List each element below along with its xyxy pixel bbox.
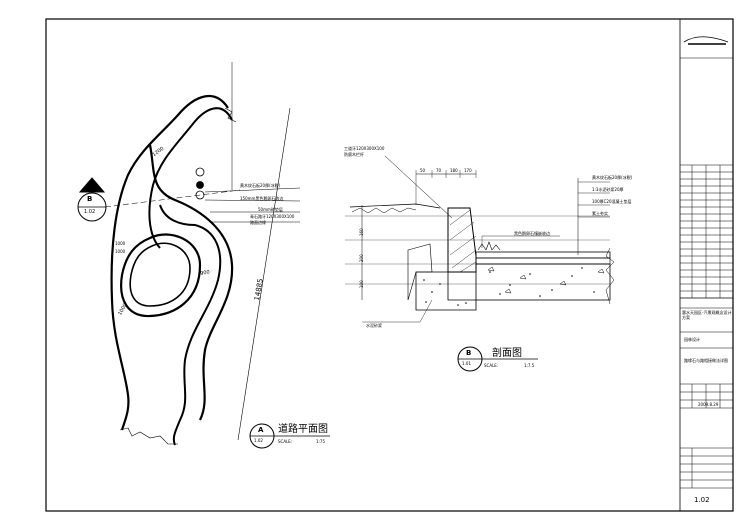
tb-project-name: 惠水天园区-汽景观概念设计方案 (682, 310, 732, 320)
section-left-dim-2: 200 (359, 254, 364, 262)
plan-marker-letter: A (258, 426, 264, 434)
marker-circle-2 (196, 181, 204, 189)
section-marker-sheet: 1.01 (462, 361, 471, 366)
section-callout-right-4: 素土夯实 (592, 211, 608, 216)
section-callout-pebble: 黑色鹅卵石镶嵌收边 (514, 231, 550, 236)
path-edge-outer-left (110, 95, 229, 431)
plan-callout-5: 路面边缘 (250, 220, 266, 225)
aggregate-stones (487, 266, 605, 294)
section-scale-value: 1:7.5 (524, 363, 535, 368)
section-left-dim-1: 160 (359, 228, 364, 236)
tb-sheet-number: 1.02 (694, 496, 710, 504)
length-dimension-line (237, 107, 291, 441)
plan-view (77, 62, 330, 449)
marker-circle-3 (195, 190, 205, 200)
section-callout-left-1: 工道牙120X300X100 (344, 146, 385, 151)
leader-bottom-diag (419, 299, 433, 323)
section-cut-line (104, 189, 241, 208)
concrete-layer (475, 263, 611, 301)
ground-surface (349, 203, 441, 209)
section-top-dim-4: 170 (464, 168, 472, 173)
section-left-dim-3: 100 (359, 280, 364, 288)
plan-callout-1: 黄木纹石板20厚(冰裂) (240, 183, 281, 188)
section-title: 剖面图 (492, 348, 522, 359)
plan-dim-small-1: 1000 (115, 241, 126, 246)
leader-curb (384, 155, 453, 219)
aggregate-dots (423, 267, 595, 306)
section-top-dim-3: 180 (450, 168, 458, 173)
plan-dim-small-2: 1000 (115, 249, 126, 254)
sheet-border (45, 18, 734, 512)
island-inner (129, 242, 191, 307)
leader-2 (204, 199, 301, 202)
section-view (345, 155, 615, 372)
backfill (407, 243, 433, 301)
plan-title: 道路平面图 (278, 424, 328, 435)
plan-callout-3: 50mm砖垫层 (258, 207, 283, 212)
section-marker-b-sheet: 1.02 (84, 209, 96, 215)
curb-base (415, 271, 477, 311)
path-edge-outer-right (148, 144, 234, 421)
path-edge-right (159, 204, 222, 446)
section-callout-right-1: 黄木纹石板20厚(冰裂) (592, 175, 633, 180)
curb-hatch (449, 209, 477, 273)
section-callout-bottom: 水泥砂浆 (366, 323, 382, 328)
section-scale-label: SCALE: (484, 363, 499, 368)
section-marker-letter: B (466, 349, 472, 357)
break-line-top (224, 107, 237, 123)
island-outer (120, 233, 202, 318)
leader-1 (204, 187, 301, 193)
section-marker-b-letter: B (87, 195, 93, 203)
tb-discipline: 园林设计 (684, 337, 700, 342)
section-top-dim-2: 70 (436, 168, 442, 173)
plan-scale-label: SCALE: (278, 439, 293, 444)
break-line-right (605, 247, 615, 305)
section-top-dim-1: 50 (420, 168, 426, 173)
section-callout-right-2: 1:3水泥砂浆20厚 (592, 187, 624, 192)
pebble-edge (477, 241, 501, 251)
stone-slab-layer (475, 251, 611, 259)
section-marker-triangle (78, 177, 106, 193)
plan-marker-sheet: 1.02 (254, 438, 263, 443)
mortar-layer (475, 257, 611, 265)
section-callout-right-3: 100厚C20混凝土垫层 (592, 199, 632, 204)
marker-circle-1 (195, 167, 205, 177)
tb-stamp: 2009.8.29 (698, 402, 719, 407)
logo-swoosh (683, 36, 729, 43)
plan-callout-4: 青石路牙120X300X100 (250, 214, 295, 219)
section-callout-left-2: 防腐木栏杆 (344, 152, 364, 157)
plan-scale-value: 1:75 (316, 439, 325, 444)
title-block (680, 36, 733, 489)
path-edge-inner-left (148, 107, 233, 249)
tb-drawing-name: 路缘石与路相接做法详图 (684, 358, 728, 363)
break-line-bottom (119, 427, 178, 445)
plan-callout-2: 150mm黑色鹅卵石收边 (240, 196, 284, 201)
soil-hatch (351, 207, 417, 214)
